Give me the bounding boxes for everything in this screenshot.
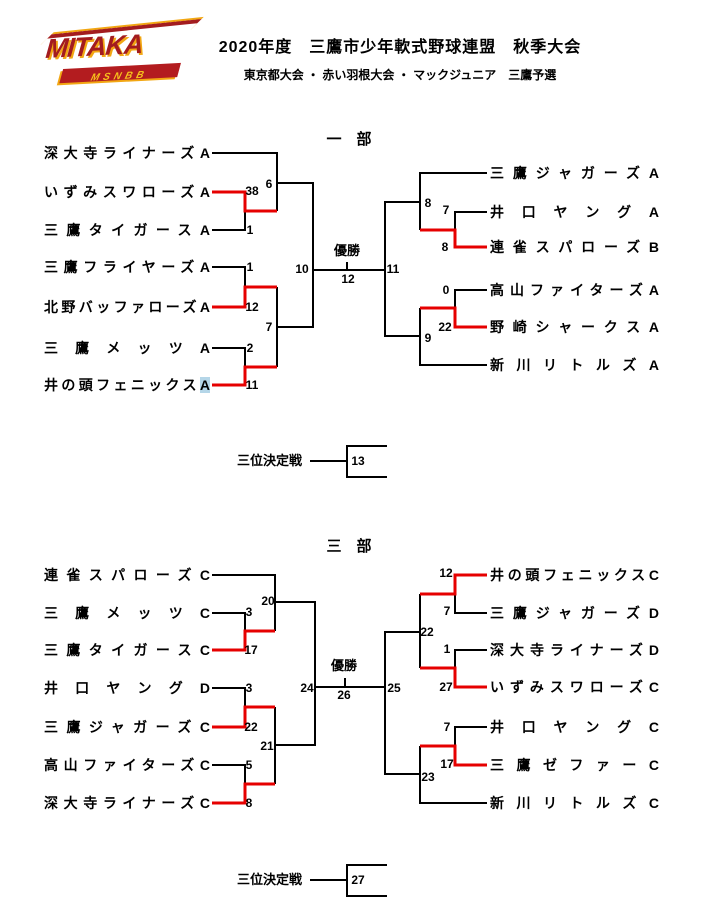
team-d3-right-5: 井口ヤングC xyxy=(490,719,659,735)
game-no-26-final: 26 xyxy=(337,688,351,702)
team-d3-right-7: 新川リトルズC xyxy=(490,795,659,811)
team-d1-left-5: 北野バッファローズA xyxy=(44,299,210,315)
third-place-label-d3: 三位決定戦 xyxy=(237,872,303,887)
team-d3-left-4: 井口ヤングD xyxy=(44,680,210,696)
game-no-12-final: 12 xyxy=(341,272,355,286)
tournament-title: 2020年度 三鷹市少年軟式野球連盟 秋季大会 xyxy=(218,39,582,56)
game-no-25: 25 xyxy=(387,681,401,695)
champion-label-d1: 優勝 xyxy=(333,243,361,258)
team-d3-right-6: 三鷹ゼファーC xyxy=(490,757,659,773)
team-d1-left-7: 井の頭フェニックスA xyxy=(44,377,210,393)
division1-winner-lines xyxy=(212,190,487,387)
highlighted-suffix: A xyxy=(199,377,210,393)
game-no-9: 9 xyxy=(424,331,432,345)
team-d3-right-2: 三鷹ジャガーズD xyxy=(490,605,659,621)
score-d1-renjaku: 8 xyxy=(441,240,449,254)
game-no-10: 10 xyxy=(295,262,309,276)
score-d1-mets: 2 xyxy=(246,341,254,355)
game-no-24: 24 xyxy=(300,681,314,695)
score-d3-izumi-c: 27 xyxy=(439,680,453,694)
division1-bracket-lines xyxy=(212,152,487,478)
team-d1-right-5: 野崎シャークスA xyxy=(490,319,659,335)
score-d3-jindaiji-c: 8 xyxy=(245,796,253,810)
game-no-23: 23 xyxy=(421,770,435,784)
score-d3-jaguars-c: 22 xyxy=(244,720,258,734)
score-d1-nozaki: 22 xyxy=(438,320,452,334)
score-d3-phoenix-c: 12 xyxy=(439,566,453,580)
score-d3-jindaiji-d: 1 xyxy=(443,642,451,656)
team-d3-right-3: 深大寺ライナーズD xyxy=(490,642,659,658)
score-d3-jaguars-d: 7 xyxy=(443,604,451,618)
team-d1-left-6: 三鷹メッツA xyxy=(44,340,210,356)
team-d1-right-4: 高山ファイターズA xyxy=(490,282,659,298)
team-d3-left-6: 高山ファイターズC xyxy=(44,757,210,773)
score-d1-phoenix: 11 xyxy=(245,378,259,392)
team-d3-left-5: 三鷹ジャガーズC xyxy=(44,719,210,735)
team-d3-left-3: 三鷹タイガースC xyxy=(44,642,210,658)
division3-bracket-lines xyxy=(212,574,487,897)
team-d3-left-7: 深大寺ライナーズC xyxy=(44,795,210,811)
team-d1-left-2: いずみスワローズA xyxy=(44,184,210,200)
third-place-label-d1: 三位決定戦 xyxy=(237,453,303,468)
team-d1-right-3: 連雀スパローズB xyxy=(490,239,659,255)
score-d1-takayama: 0 xyxy=(442,283,450,297)
team-d3-left-2: 三鷹メッツC xyxy=(44,605,210,621)
score-d1-izumi: 38 xyxy=(245,184,259,198)
tournament-subtitle: 東京都大会 ・ 赤い羽根大会 ・ マックジュニア 三鷹予選 xyxy=(243,68,557,82)
score-d3-mets: 3 xyxy=(245,605,253,619)
game-no-7: 7 xyxy=(265,320,273,334)
champion-label-d3: 優勝 xyxy=(330,658,358,673)
game-no-22: 22 xyxy=(420,625,434,639)
score-d3-zephyr: 17 xyxy=(440,757,454,771)
team-d3-right-1: 井の頭フェニックスC xyxy=(490,567,659,583)
team-d1-left-4: 三鷹フライヤーズA xyxy=(44,259,210,275)
team-d1-right-2: 井口ヤングA xyxy=(490,204,659,220)
game-no-6: 6 xyxy=(265,177,273,191)
game-no-8: 8 xyxy=(424,196,432,210)
team-d1-right-6: 新川リトルズA xyxy=(490,357,659,373)
score-d1-tigers: 1 xyxy=(246,223,254,237)
score-d3-iguchi-d: 3 xyxy=(245,681,253,695)
score-d3-tigers: 17 xyxy=(244,643,258,657)
score-d1-iguchi: 7 xyxy=(442,203,450,217)
game-no-21: 21 xyxy=(260,739,274,753)
score-d1-kitano: 12 xyxy=(245,300,259,314)
score-d3-takayama: 5 xyxy=(245,758,253,772)
division3-winner-lines xyxy=(212,573,487,805)
team-d1-left-1: 深大寺ライナーズA xyxy=(44,145,210,161)
team-d3-left-1: 連雀スパローズC xyxy=(44,567,210,583)
game-no-27-third-place: 27 xyxy=(351,873,365,887)
score-d1-flyers: 1 xyxy=(246,260,254,274)
division-3-title: 三 部 xyxy=(326,538,372,555)
game-no-11: 11 xyxy=(386,262,400,276)
score-d3-iguchi-c: 7 xyxy=(443,720,451,734)
division-1-title: 一 部 xyxy=(326,131,372,148)
game-no-20: 20 xyxy=(261,594,275,608)
game-no-13-third-place: 13 xyxy=(351,454,365,468)
team-d1-right-1: 三鷹ジャガーズA xyxy=(490,165,659,181)
team-d3-right-4: いずみスワローズC xyxy=(490,679,659,695)
team-d1-left-3: 三鷹タイガースA xyxy=(44,222,210,238)
